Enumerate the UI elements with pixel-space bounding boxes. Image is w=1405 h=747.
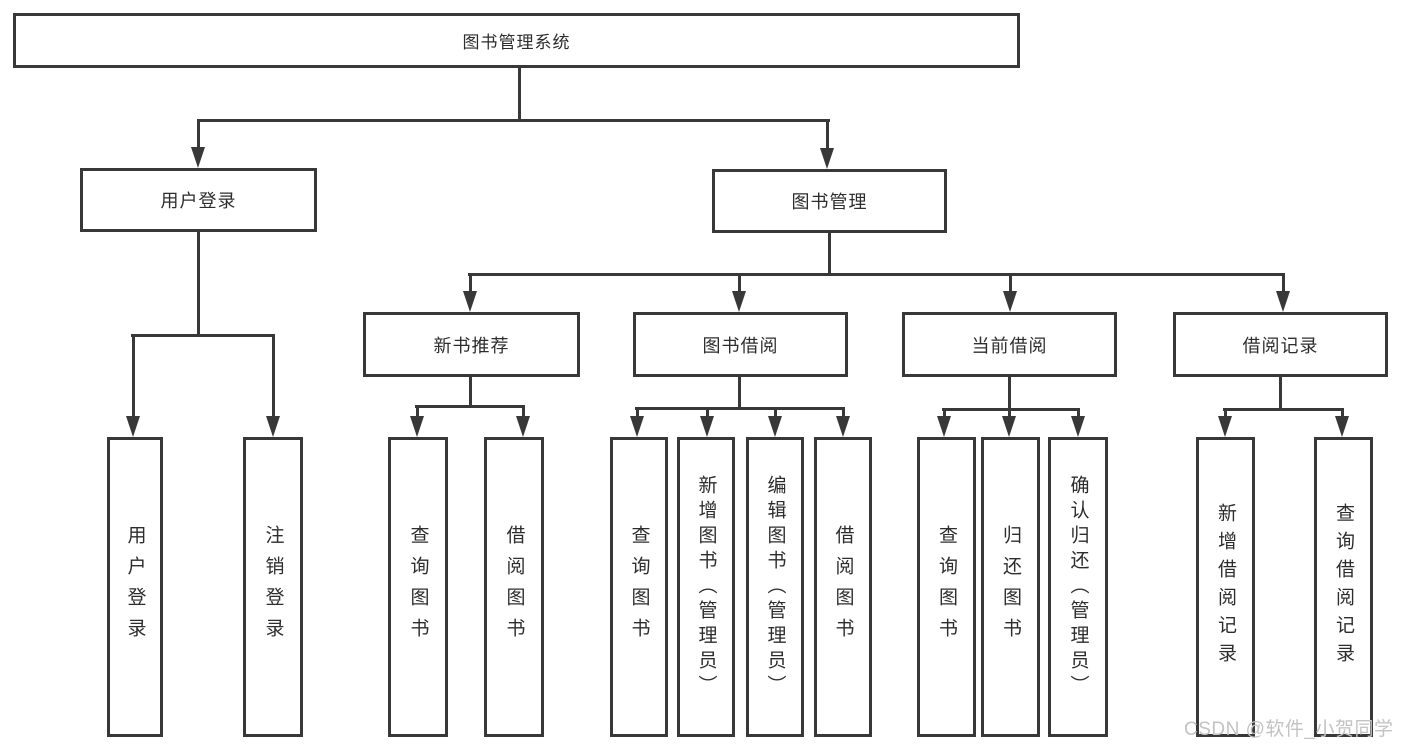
connector-arrow-stem bbox=[469, 273, 472, 293]
connector-arrow-stem bbox=[826, 119, 829, 149]
connector-new-book-stem bbox=[469, 377, 472, 405]
node-new-book-recommendation: 新书推荐 bbox=[363, 312, 580, 377]
arrow-down-icon bbox=[1003, 291, 1017, 312]
arrow-down-icon bbox=[126, 416, 140, 437]
node-label: 图书借阅 bbox=[702, 335, 779, 356]
node-borrowing-records: 借阅记录 bbox=[1173, 312, 1388, 377]
arrow-down-icon bbox=[516, 416, 530, 437]
node-leaf-add-books-admin: 新增图书（管理员） bbox=[677, 437, 735, 737]
arrow-down-icon bbox=[1218, 416, 1232, 437]
connector-arrow-stem bbox=[197, 119, 200, 149]
arrow-down-icon bbox=[836, 416, 850, 437]
arrow-down-icon bbox=[820, 148, 834, 169]
connector-arrow-stem bbox=[774, 407, 777, 418]
node-label: 借阅图书 bbox=[832, 525, 854, 649]
node-leaf-user-login: 用户登录 bbox=[107, 437, 163, 737]
connector-arrow-stem bbox=[1008, 408, 1011, 418]
node-label: 新增借阅记录 bbox=[1215, 503, 1236, 671]
arrow-down-icon bbox=[191, 147, 205, 168]
node-label: 新增图书（管理员） bbox=[695, 474, 717, 700]
node-label: 查询图书 bbox=[407, 525, 429, 649]
node-leaf-query-borrow-record: 查询借阅记录 bbox=[1314, 437, 1373, 737]
node-leaf-add-borrow-record: 新增借阅记录 bbox=[1196, 437, 1255, 737]
node-label: 查询图书 bbox=[628, 525, 650, 649]
node-label: 查询图书 bbox=[936, 525, 957, 649]
arrow-down-icon bbox=[1071, 416, 1085, 437]
arrow-down-icon bbox=[463, 291, 477, 312]
connector-arrow-stem bbox=[636, 407, 639, 418]
node-label: 图书管理系统 bbox=[462, 33, 571, 52]
connector-current-stem bbox=[1008, 377, 1011, 408]
connector-user-login-stem bbox=[197, 232, 200, 334]
connector-root-rail bbox=[197, 119, 830, 122]
node-leaf-return-books: 归还图书 bbox=[981, 437, 1040, 737]
node-leaf-edit-books-admin: 编辑图书（管理员） bbox=[746, 437, 804, 737]
connector-arrow-stem bbox=[132, 334, 135, 418]
arrow-down-icon bbox=[768, 416, 782, 437]
node-label: 注销登录 bbox=[262, 525, 284, 649]
connector-arrow-stem bbox=[1009, 273, 1012, 293]
node-label: 借阅记录 bbox=[1242, 335, 1319, 356]
node-label: 用户登录 bbox=[160, 191, 237, 211]
node-label: 用户登录 bbox=[124, 525, 146, 649]
node-library-system-root: 图书管理系统 bbox=[13, 13, 1020, 68]
connector-book-mgmt-stem bbox=[828, 233, 831, 273]
arrow-down-icon bbox=[266, 416, 280, 437]
connector-records-rail bbox=[1223, 408, 1344, 411]
arrow-down-icon bbox=[1276, 291, 1290, 312]
arrow-down-icon bbox=[1002, 416, 1016, 437]
node-label: 新书推荐 bbox=[433, 335, 510, 356]
connector-borrowing-stem bbox=[738, 377, 741, 407]
connector-arrow-stem bbox=[943, 408, 946, 418]
arrow-down-icon bbox=[700, 416, 714, 437]
node-leaf-confirm-return-admin: 确认归还（管理员） bbox=[1048, 437, 1108, 737]
connector-arrow-stem bbox=[416, 405, 419, 418]
connector-borrowing-rail bbox=[635, 407, 845, 410]
node-current-borrowing: 当前借阅 bbox=[902, 312, 1117, 377]
node-book-management-module: 图书管理 bbox=[712, 169, 947, 233]
node-label: 当前借阅 bbox=[971, 335, 1048, 356]
node-label: 借阅图书 bbox=[503, 525, 525, 649]
connector-arrow-stem bbox=[1077, 408, 1080, 418]
node-label: 确认归还（管理员） bbox=[1067, 474, 1089, 700]
arrow-down-icon bbox=[732, 291, 746, 312]
node-leaf-query-books-borrowing: 查询图书 bbox=[610, 437, 668, 737]
connector-arrow-stem bbox=[738, 273, 741, 293]
connector-arrow-stem bbox=[706, 407, 709, 418]
connector-root-stem bbox=[518, 68, 521, 119]
connector-current-rail bbox=[942, 408, 1080, 411]
connector-new-book-rail bbox=[415, 405, 525, 408]
node-leaf-query-books-current: 查询图书 bbox=[917, 437, 976, 737]
node-leaf-borrow-books-recommend: 借阅图书 bbox=[484, 437, 544, 737]
arrow-down-icon bbox=[630, 416, 644, 437]
node-book-borrowing: 图书借阅 bbox=[633, 312, 848, 377]
node-user-login-module: 用户登录 bbox=[80, 168, 317, 232]
node-label: 归还图书 bbox=[1000, 525, 1021, 649]
connector-book-mgmt-rail bbox=[468, 273, 1285, 276]
connector-records-stem bbox=[1279, 377, 1282, 408]
arrow-down-icon bbox=[937, 416, 951, 437]
node-label: 编辑图书（管理员） bbox=[764, 474, 786, 700]
connector-arrow-stem bbox=[842, 407, 845, 418]
csdn-watermark: CSDN @软件_小贺同学 bbox=[1184, 719, 1394, 740]
connector-arrow-stem bbox=[1224, 408, 1227, 418]
node-label: 查询借阅记录 bbox=[1333, 503, 1354, 671]
connector-arrow-stem bbox=[1282, 273, 1285, 293]
arrow-down-icon bbox=[410, 416, 424, 437]
node-leaf-borrow-books: 借阅图书 bbox=[814, 437, 872, 737]
connector-arrow-stem bbox=[272, 334, 275, 418]
node-label: 图书管理 bbox=[791, 192, 868, 212]
node-leaf-query-books-recommend: 查询图书 bbox=[388, 437, 448, 737]
node-leaf-logout: 注销登录 bbox=[243, 437, 303, 737]
connector-arrow-stem bbox=[522, 405, 525, 418]
connector-arrow-stem bbox=[1341, 408, 1344, 418]
arrow-down-icon bbox=[1335, 416, 1349, 437]
connector-user-login-rail bbox=[131, 334, 275, 337]
